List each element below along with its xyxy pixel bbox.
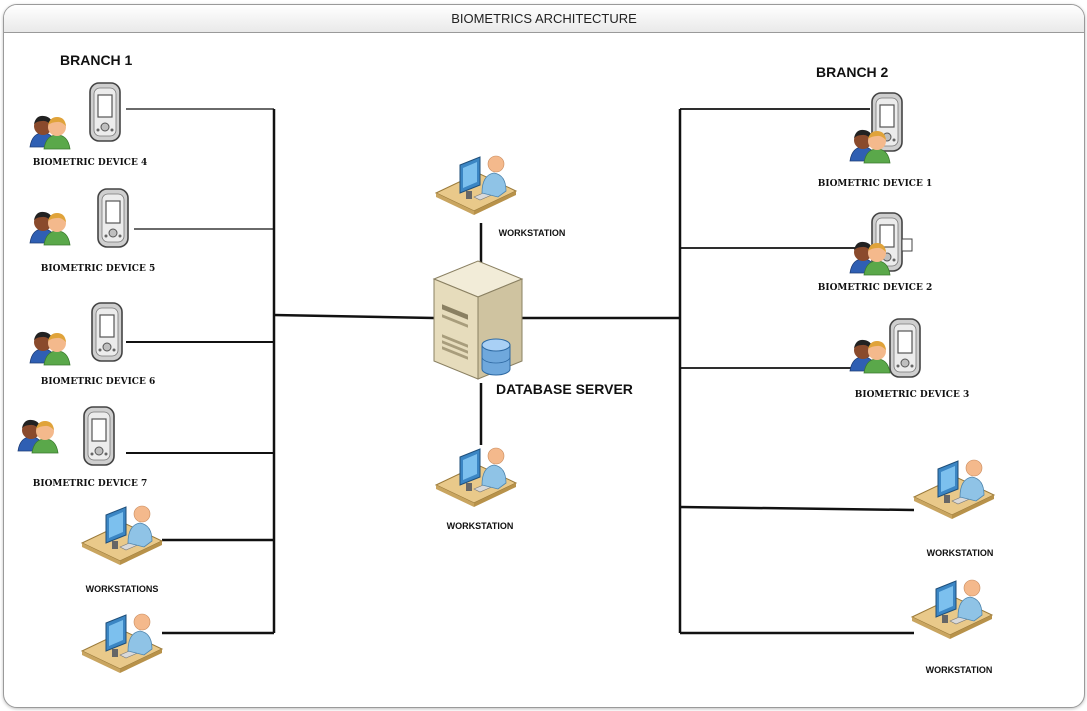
workstation-icon: [911, 579, 993, 640]
database-icon: [481, 338, 511, 376]
workstation-icon: [913, 459, 995, 520]
center-workstation-top: [435, 155, 517, 216]
branch2-workstation-a-label: WORKSTATION: [926, 548, 994, 558]
users-icon: [17, 419, 59, 454]
workstation-icon: [435, 155, 517, 216]
database-server-label: DATABASE SERVER: [496, 381, 633, 397]
biometric-device-icon: [889, 318, 921, 378]
workstation-icon: [81, 505, 163, 566]
device3-label: BIOMETRIC DEVICE 3: [854, 390, 970, 400]
diagram-frame: BIOMETRICS ARCHITECTURE: [3, 4, 1085, 708]
branch2-device2: [849, 212, 913, 276]
workstation-icon: [81, 613, 163, 674]
biometric-device-icon: [83, 406, 115, 466]
users-icon: [29, 211, 71, 246]
port-icon: [901, 238, 913, 252]
center-workstation-bottom: [435, 447, 517, 508]
device6-label: BIOMETRIC DEVICE 6: [40, 377, 156, 387]
users-icon: [29, 331, 71, 366]
biometric-device-icon: [89, 82, 121, 142]
network-diagram: [17, 82, 995, 674]
branch1-device5: [29, 188, 129, 248]
center-workstation-top-label: WORKSTATION: [498, 228, 566, 238]
link-branch1-server: [273, 313, 435, 320]
biometric-device-icon: [97, 188, 129, 248]
device4-label: BIOMETRIC DEVICE 4: [32, 158, 148, 168]
center-workstation-bottom-label: WORKSTATION: [446, 521, 514, 531]
branch2-workstation-a: [913, 459, 995, 520]
branch1-workstation-b: [81, 613, 163, 674]
branch1-workstations-label: WORKSTATIONS: [85, 584, 159, 594]
connections: [126, 108, 915, 635]
device2-label: BIOMETRIC DEVICE 2: [817, 283, 933, 293]
device7-label: BIOMETRIC DEVICE 7: [32, 479, 148, 489]
branch1-title: BRANCH 1: [60, 52, 133, 68]
device5-label: BIOMETRIC DEVICE 5: [40, 264, 156, 274]
biometric-device-icon: [91, 302, 123, 362]
link-workstation-b2a: [679, 505, 915, 512]
branch2-title: BRANCH 2: [816, 64, 889, 80]
branch2-workstation-b: [911, 579, 993, 640]
branch1-workstation-a: [81, 505, 163, 566]
users-icon: [849, 241, 891, 276]
branch2-workstation-b-label: WORKSTATION: [925, 665, 993, 675]
branch1-device4: [29, 82, 121, 150]
workstation-icon: [435, 447, 517, 508]
users-icon: [849, 129, 891, 164]
device1-label: BIOMETRIC DEVICE 1: [817, 179, 933, 189]
branch1-device6: [29, 302, 123, 366]
branch1-device7: [17, 406, 115, 466]
branch2-device1: [849, 92, 903, 164]
diagram-title: BIOMETRICS ARCHITECTURE: [4, 5, 1084, 33]
users-icon: [29, 115, 71, 150]
database-server: [433, 260, 523, 380]
branch2-device3: [849, 318, 921, 378]
users-icon: [849, 339, 891, 374]
